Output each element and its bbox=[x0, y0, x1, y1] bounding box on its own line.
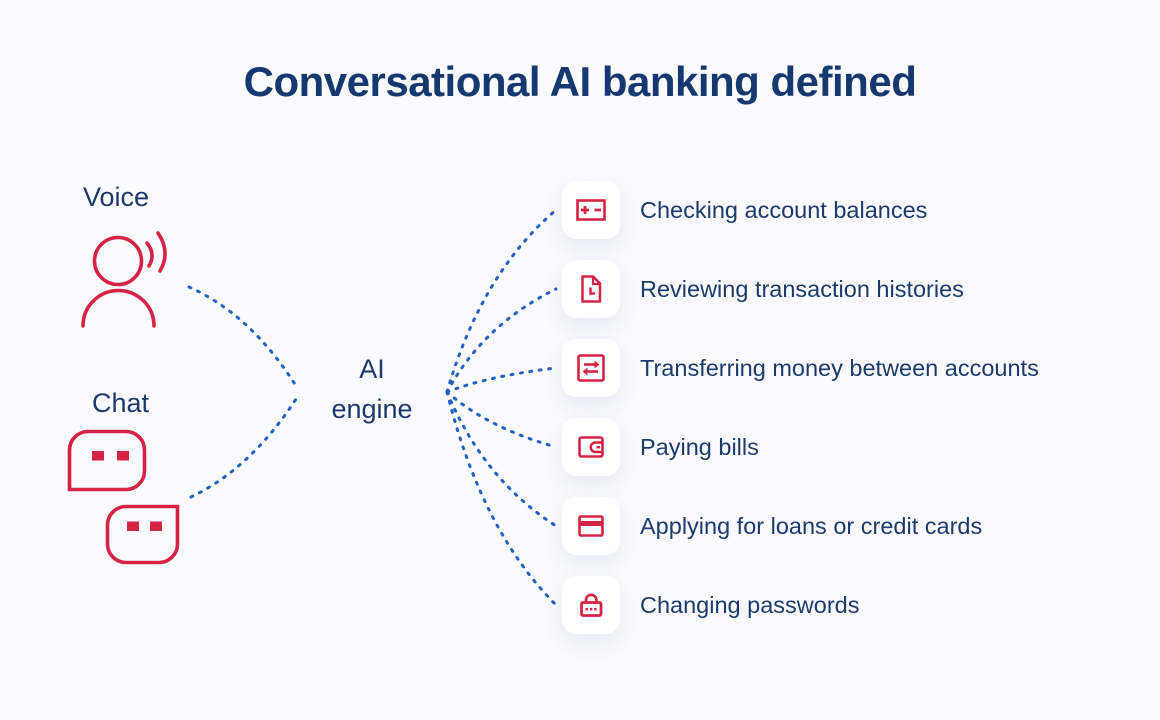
ai-engine-line2: engine bbox=[331, 394, 413, 424]
page-title: Conversational AI banking defined bbox=[243, 58, 917, 105]
transfer-arrows-icon bbox=[577, 354, 605, 382]
capability-label: Checking account balances bbox=[640, 196, 928, 223]
voice-person-icon bbox=[81, 231, 167, 328]
engine-to-cap3-connector bbox=[445, 366, 558, 394]
balance-plus-minus-icon bbox=[576, 199, 606, 221]
chat-to-engine-connector bbox=[189, 394, 300, 499]
capability-label: Applying for loans or credit cards bbox=[640, 512, 983, 539]
capability-label: Paying bills bbox=[640, 433, 759, 460]
voice-label: Voice bbox=[83, 182, 150, 212]
transaction-history-document-icon bbox=[581, 275, 602, 303]
capability-card bbox=[562, 418, 620, 476]
engine-to-cap6-connector bbox=[445, 390, 558, 607]
capability-row-transfers: Transferring money between accounts bbox=[562, 339, 1039, 397]
ai-engine-label: AI engine bbox=[306, 349, 438, 429]
capability-label: Changing passwords bbox=[640, 591, 860, 618]
ai-engine-line1: AI bbox=[359, 354, 385, 384]
capability-row-histories: Reviewing transaction histories bbox=[562, 260, 1039, 318]
capability-card bbox=[562, 339, 620, 397]
voice-to-engine-connector bbox=[187, 285, 300, 391]
capability-row-passwords: Changing passwords bbox=[562, 576, 1039, 634]
capability-label: Reviewing transaction histories bbox=[640, 275, 964, 302]
padlock-icon bbox=[580, 593, 603, 617]
chat-label: Chat bbox=[92, 388, 150, 418]
engine-to-cap1-connector bbox=[445, 208, 558, 394]
capability-row-loans: Applying for loans or credit cards bbox=[562, 497, 1039, 555]
capability-card bbox=[562, 576, 620, 634]
capability-card bbox=[562, 497, 620, 555]
capability-row-bills: Paying bills bbox=[562, 418, 1039, 476]
engine-to-cap4-connector bbox=[445, 390, 558, 449]
wallet-icon bbox=[578, 436, 604, 458]
capability-card bbox=[562, 181, 620, 239]
chat-bubble-back-icon bbox=[67, 429, 147, 492]
capabilities-list: Checking account balances Reviewing tran… bbox=[562, 181, 1039, 634]
engine-to-cap2-connector bbox=[445, 287, 558, 394]
chat-bubble-front-icon bbox=[105, 504, 180, 565]
capability-row-balances: Checking account balances bbox=[562, 181, 1039, 239]
credit-card-icon bbox=[578, 515, 604, 537]
capability-card bbox=[562, 260, 620, 318]
capability-label: Transferring money between accounts bbox=[640, 354, 1039, 381]
engine-to-cap5-connector bbox=[445, 390, 558, 528]
